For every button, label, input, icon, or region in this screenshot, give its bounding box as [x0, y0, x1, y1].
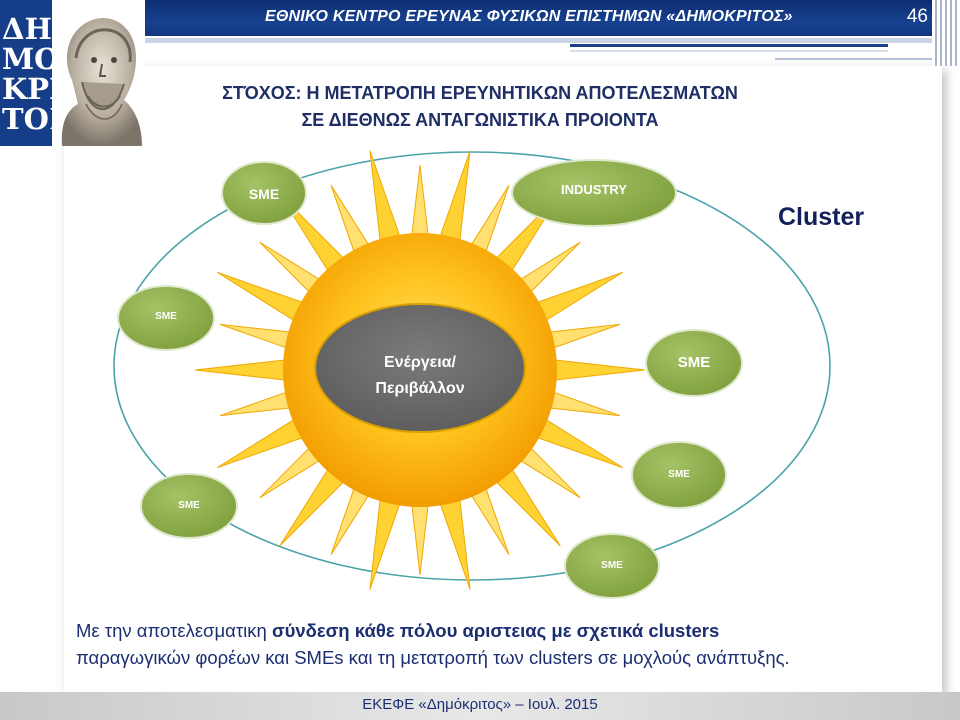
node-ellipse: [140, 473, 238, 539]
sun-ray: [437, 150, 471, 249]
bottom-text-bold: σύνδεση κάθε πόλου αριστειας με σχετικά …: [271, 620, 720, 641]
bottom-text-line2: παραγωγικών φορέων και SMEs και τη μετατ…: [76, 647, 790, 668]
node-label: SME: [155, 311, 177, 322]
header-divider: [570, 50, 888, 52]
sun-ray: [410, 497, 430, 576]
bottom-text: Με την αποτελεσματικη σύνδεση κάθε πόλου…: [76, 617, 936, 671]
cluster-ellipse: [113, 151, 831, 581]
header-title: ΕΘΝΙΚΟ ΚΕΝΤΡΟ ΕΡΕΥΝΑΣ ΦΥΣΙΚΩΝ ΕΠΙΣΤΗΜΩΝ …: [265, 8, 793, 25]
sun-ray: [437, 491, 471, 590]
node-label: SME: [677, 354, 711, 371]
footer-band: [0, 692, 960, 720]
sun-rays: [194, 150, 646, 590]
core-ellipse: [314, 303, 526, 433]
sun-ray: [410, 164, 430, 243]
header-divider: [775, 58, 940, 60]
node-label: SME: [668, 469, 690, 480]
page-number: 46: [906, 6, 928, 27]
node-ellipse: [117, 285, 215, 351]
node-label: INDUSTRY: [561, 182, 627, 198]
node-label: SME: [178, 500, 200, 511]
bottom-text-prefix: Με την αποτελεσματικη: [76, 620, 272, 641]
node-label: SME: [248, 185, 280, 202]
democritus-bust-icon: [52, 0, 145, 146]
node-ellipse: [631, 441, 727, 509]
goal-title: ΣΤΌΧΟΣ: Η ΜΕΤΑΤΡΟΠΗ ΕΡΕΥΝΗΤΙΚΩΝ ΑΠΟΤΕΛΕΣ…: [160, 80, 800, 134]
node-ellipse: [645, 329, 743, 397]
goal-title-line: ΣΕ ΔΙΕΘΝΩΣ ΑΝΤΑΓΩΝΙΣΤΙΚΑ ΠΡΟΙΟΝΤΑ: [301, 110, 659, 130]
logo-line: ΜΟ: [2, 42, 60, 76]
header-divider: [145, 38, 940, 43]
header-bar: ΕΘΝΙΚΟ ΚΕΝΤΡΟ ΕΡΕΥΝΑΣ ΦΥΣΙΚΩΝ ΕΠΙΣΤΗΜΩΝ …: [145, 0, 960, 36]
core-label-line: Ενέργεια/: [384, 354, 456, 371]
sun-ray: [194, 358, 293, 382]
core-label-line: Περιβάλλον: [375, 380, 465, 397]
logo-letters: ΔΗ ΜΟ ΚΡΙ ΤΟΣ: [2, 12, 69, 134]
header-divider: [570, 44, 888, 47]
core-label: Ενέργεια/ Περιβάλλον: [316, 350, 524, 402]
node-ellipse: [221, 161, 307, 225]
logo-text-panel: ΔΗ ΜΟ ΚΡΙ ΤΟΣ: [0, 0, 69, 146]
footer-text: ΕΚΕΦΕ «Δημόκριτος» – Ιουλ. 2015: [362, 696, 598, 713]
logo: ΔΗ ΜΟ ΚΡΙ ΤΟΣ: [0, 0, 145, 146]
cluster-label: Cluster: [778, 203, 865, 231]
logo-line: ΔΗ: [2, 12, 52, 46]
goal-title-line: ΣΤΌΧΟΣ: Η ΜΕΤΑΤΡΟΠΗ ΕΡΕΥΝΗΤΙΚΩΝ ΑΠΟΤΕΛΕΣ…: [222, 83, 738, 103]
header-stripes: [932, 0, 960, 66]
node-ellipse: [564, 533, 660, 599]
node-group: [117, 159, 743, 599]
sun-ray: [547, 358, 646, 382]
node-label: SME: [601, 560, 623, 571]
node-ellipse: [511, 159, 677, 227]
sun-ray: [369, 150, 403, 249]
